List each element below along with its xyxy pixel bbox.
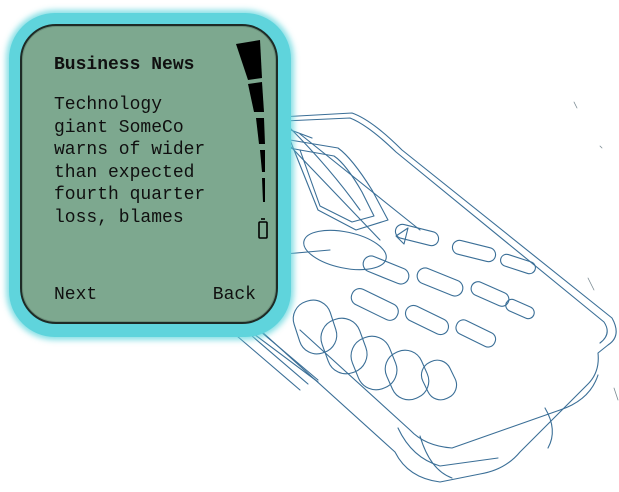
phone-screen: Business News Technology giant SomeCo wa… xyxy=(20,24,278,324)
news-line: than expected xyxy=(54,162,195,183)
battery-icon xyxy=(258,218,268,239)
screen-title: Business News xyxy=(54,55,195,75)
news-line: warns of wider xyxy=(54,140,206,160)
news-line: loss, blames xyxy=(54,207,184,228)
news-article-text: Technology giant SomeCo warns of wider t… xyxy=(54,94,244,229)
news-line: Technology xyxy=(54,95,163,115)
news-line: fourth quarter xyxy=(54,185,206,205)
back-softkey[interactable]: Back xyxy=(212,285,256,305)
next-softkey[interactable]: Next xyxy=(54,285,98,305)
news-line: giant SomeCo xyxy=(54,117,184,138)
